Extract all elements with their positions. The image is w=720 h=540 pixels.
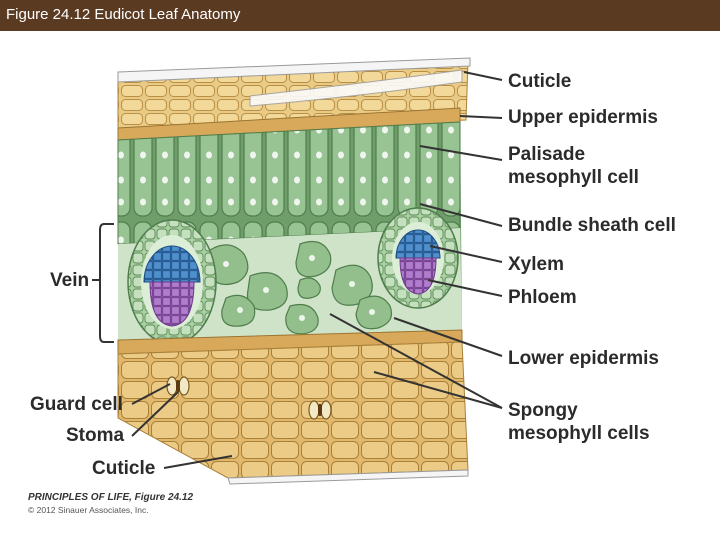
label-phloem: Phloem: [508, 287, 577, 308]
label-guard-cell: Guard cell: [30, 394, 123, 415]
label-palisade-line1: Palisade: [508, 144, 586, 165]
lower-epidermis-layer: [117, 341, 469, 479]
label-xylem: Xylem: [508, 254, 564, 275]
credit-copyright: © 2012 Sinauer Associates, Inc.: [28, 505, 149, 515]
label-spongy-line2: mesophyll cells: [508, 423, 650, 444]
label-palisade-line2: mesophyll cell: [508, 167, 639, 188]
title-bar: Figure 24.12 Eudicot Leaf Anatomy: [0, 0, 720, 31]
credit-book: PRINCIPLES OF LIFE, Figure 24.12: [28, 492, 194, 503]
label-stoma: Stoma: [66, 425, 125, 446]
figure-title: Figure 24.12 Eudicot Leaf Anatomy: [6, 6, 241, 23]
label-upper-epidermis: Upper epidermis: [508, 107, 658, 128]
cuticle-top-layer: [117, 57, 471, 83]
label-spongy-line1: Spongy: [508, 400, 578, 421]
label-cuticle-top: Cuticle: [508, 71, 572, 92]
vein-right: [377, 207, 459, 309]
label-vein: Vein: [50, 270, 90, 291]
vein-left: [127, 219, 217, 345]
label-cuticle-bottom: Cuticle: [92, 458, 156, 479]
label-lower-epidermis: Lower epidermis: [508, 348, 659, 369]
guard-cells: [166, 376, 332, 420]
label-bundle-sheath: Bundle sheath cell: [508, 215, 676, 236]
